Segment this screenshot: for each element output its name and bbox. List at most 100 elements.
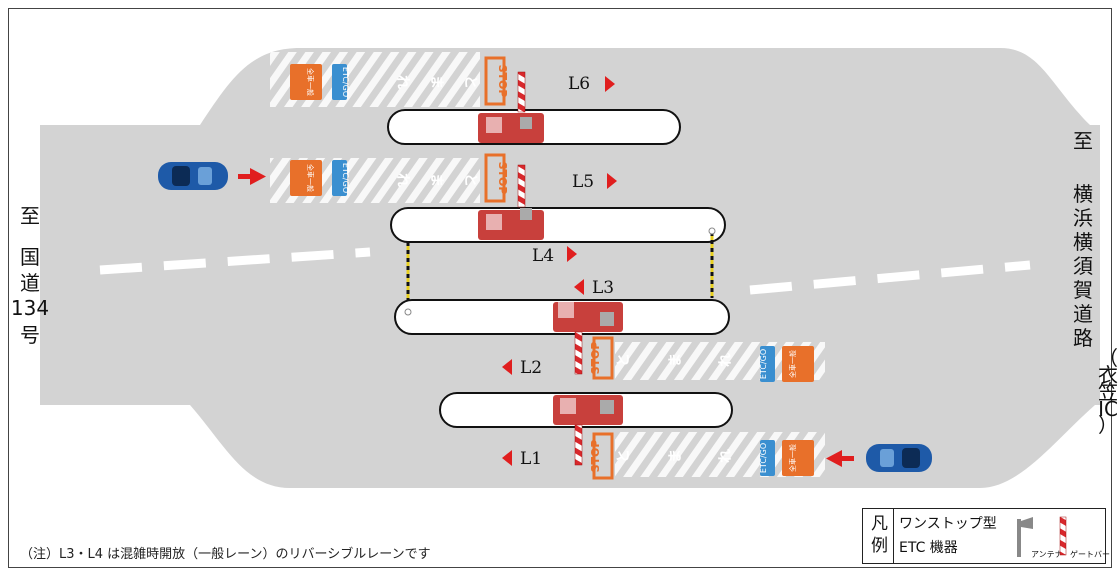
legend-title: 凡例: [871, 514, 888, 556]
right-arrow-icon: [605, 76, 615, 92]
left-arrow-icon: [502, 450, 512, 466]
gate-bar-icon: [1059, 516, 1067, 556]
stop-marking-l5: STOP: [484, 153, 509, 203]
general-sign-l5: 全車一般: [290, 160, 322, 196]
svg-text:道: 道: [1073, 302, 1093, 326]
lane-label-l3: L3: [574, 278, 614, 298]
lane-label-l2: L2: [502, 358, 542, 378]
svg-text:れ: れ: [718, 449, 734, 463]
flow-arrow-left: [826, 450, 854, 467]
svg-text:れ: れ: [394, 75, 410, 89]
svg-text:IC: IC: [1098, 397, 1118, 421]
svg-text:ETC/GO: ETC/GO: [759, 443, 768, 473]
svg-text:ETC/GO: ETC/GO: [341, 163, 350, 193]
island-2: [390, 207, 726, 243]
left-arrow-icon: [574, 279, 584, 295]
svg-text:国: 国: [20, 245, 40, 269]
svg-text:ま: ま: [668, 353, 684, 367]
legend: 凡例 ワンストップ型 ETC 機器 アンテナ ゲートバー: [862, 508, 1110, 564]
etc-sign-l6: ETC/GO: [332, 64, 350, 100]
svg-text:L2: L2: [520, 358, 542, 378]
svg-text:須: 須: [1073, 254, 1093, 278]
destination-left: 至 国 道 134 号: [11, 204, 49, 347]
tomare-marking-l1: と ま れ: [616, 449, 734, 463]
general-sign-l2: 全車一般: [782, 346, 814, 382]
gate-bar-label: ゲートバー: [1070, 550, 1110, 559]
svg-text:号: 号: [20, 323, 40, 347]
legend-line-1: ワンストップ型: [899, 516, 997, 532]
right-arrow-icon: [607, 173, 617, 189]
antenna-label: アンテナ: [1031, 550, 1063, 559]
svg-text:れ: れ: [394, 173, 410, 187]
stop-marking-l6: STOP: [484, 56, 509, 106]
flow-arrow-right: [238, 168, 266, 185]
svg-text:賀: 賀: [1073, 278, 1093, 302]
right-arrow-icon: [567, 246, 577, 262]
toll-booth-3: [553, 302, 623, 332]
svg-text:衣: 衣: [1098, 363, 1118, 387]
svg-text:STOP: STOP: [496, 65, 509, 98]
left-arrow-icon: [502, 359, 512, 375]
svg-text:と: と: [462, 75, 478, 89]
svg-text:L3: L3: [592, 278, 614, 298]
stop-marking-l1: STOP: [589, 432, 614, 480]
lane-label-l6: L6: [568, 74, 615, 94]
svg-text:STOP: STOP: [589, 342, 602, 375]
antenna-icon: [1017, 517, 1033, 557]
svg-text:至: 至: [1073, 129, 1093, 153]
etc-sign-l2: ETC/GO: [759, 346, 775, 382]
svg-text:全車一般: 全車一般: [788, 350, 797, 378]
general-sign-l1: 全車一般: [782, 440, 814, 476]
svg-text:笠: 笠: [1098, 380, 1118, 404]
tomare-marking-l5: と ま れ: [394, 173, 478, 187]
tomare-marking-l6: と ま れ: [394, 75, 478, 89]
destination-right: 至 横 浜 横 須 賀 道 路 （ 衣 笠 IC ）: [1073, 129, 1118, 437]
svg-text:ま: ま: [668, 449, 684, 463]
legend-line-2: ETC 機器: [899, 540, 958, 556]
gate-bar-l2: [574, 331, 583, 375]
svg-text:と: と: [616, 449, 632, 463]
car-icon-westbound: [866, 444, 932, 472]
svg-text:と: と: [616, 353, 632, 367]
svg-text:至: 至: [20, 204, 40, 228]
centre-line: [99, 247, 1031, 295]
svg-text:道: 道: [20, 271, 40, 295]
svg-text:浜: 浜: [1073, 206, 1093, 230]
svg-text:STOP: STOP: [496, 162, 509, 195]
svg-text:ETC/GO: ETC/GO: [759, 349, 768, 379]
stop-marking-l2: STOP: [589, 336, 614, 380]
svg-text:全車一般: 全車一般: [788, 444, 797, 472]
svg-text:路: 路: [1073, 326, 1093, 350]
svg-text:ETC/GO: ETC/GO: [341, 67, 350, 97]
svg-text:L4: L4: [532, 246, 554, 266]
tomare-marking-l2: と ま れ: [616, 353, 734, 367]
toll-booth-2: [478, 208, 544, 240]
toll-booth-4: [553, 395, 623, 425]
svg-text:（: （: [1098, 346, 1118, 370]
svg-text:L5: L5: [572, 172, 594, 192]
footnote: （注）L3・L4 は混雑時開放（一般レーン）のリバーシブルレーンです: [20, 547, 431, 562]
legend-divider: [893, 509, 894, 563]
svg-text:L1: L1: [520, 449, 542, 469]
svg-text:横: 横: [1073, 230, 1093, 254]
lane-label-l1: L1: [502, 449, 542, 469]
lane-label-l5: L5: [572, 172, 617, 192]
gate-bar-l6: [517, 71, 526, 113]
toll-booth-1: [478, 113, 544, 143]
svg-text:STOP: STOP: [589, 440, 602, 473]
gate-bar-l1: [574, 424, 583, 466]
car-icon-eastbound: [158, 162, 228, 190]
lane-label-l4: L4: [532, 246, 577, 266]
gate-bar-l5: [517, 164, 526, 208]
svg-text:ま: ま: [428, 173, 444, 187]
svg-text:横: 横: [1073, 182, 1093, 206]
svg-text:134: 134: [11, 296, 49, 320]
svg-text:全車一般: 全車一般: [306, 68, 315, 96]
svg-text:L6: L6: [568, 74, 590, 94]
etc-sign-l1: ETC/GO: [759, 440, 775, 476]
svg-text:ま: ま: [428, 75, 444, 89]
svg-text:と: と: [462, 173, 478, 187]
svg-text:）: ）: [1098, 413, 1118, 437]
svg-text:れ: れ: [718, 353, 734, 367]
